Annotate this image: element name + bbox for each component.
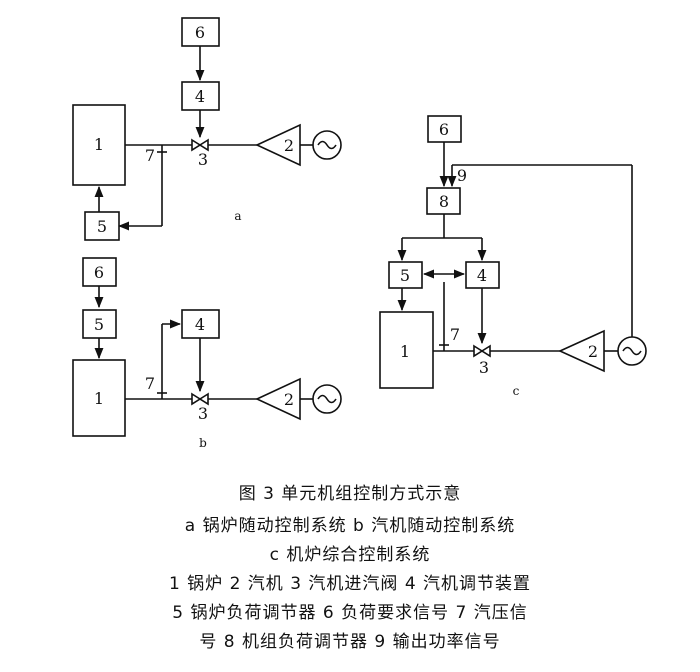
c-label-6: 6 (439, 120, 449, 139)
c-block-1 (379, 311, 434, 389)
b-label-4: 4 (195, 315, 205, 334)
panel-c-label: c (513, 384, 520, 398)
caption-line-2: c 机炉综合控制系统 (269, 545, 431, 565)
b-label-7: 7 (145, 374, 155, 393)
c-valve-3 (473, 344, 484, 358)
b-label-6: 6 (94, 263, 104, 282)
a-label-2: 2 (284, 136, 294, 155)
a-label-6: 6 (195, 23, 205, 42)
c-block-5 (388, 261, 423, 289)
caption-line-1: a 锅炉随动控制系统 b 汽机随动控制系统 (184, 516, 516, 536)
caption-line-4: 5 锅炉负荷调节器 6 负荷要求信号 7 汽压信 (172, 603, 528, 623)
b-label-3: 3 (198, 404, 208, 423)
a-valve-3 (191, 138, 202, 152)
caption-line-3: 1 锅炉 2 汽机 3 汽机进汽阀 4 汽机调节装置 (168, 574, 532, 594)
panel-a-label: a (234, 209, 241, 223)
a-label-1: 1 (94, 135, 104, 154)
b-label-5: 5 (94, 315, 104, 334)
c-label-4: 4 (477, 266, 487, 285)
c-label-2: 2 (588, 342, 598, 361)
a-label-4: 4 (195, 87, 205, 106)
panel-b (72, 257, 342, 437)
c-label-3: 3 (479, 358, 489, 377)
c-label-8: 8 (439, 192, 449, 211)
c-label-9: 9 (457, 166, 467, 185)
control-schematic: 6 4 1 7 3 2 5 a 6 5 4 1 7 3 2 b 6 9 8 5 … (72, 17, 647, 450)
a-label-3: 3 (198, 150, 208, 169)
b-block-1 (72, 359, 126, 437)
c-label-5: 5 (400, 266, 410, 285)
c-label-7: 7 (450, 325, 460, 344)
a-label-5: 5 (97, 217, 107, 236)
panel-a (72, 17, 342, 241)
b-label-1: 1 (94, 389, 104, 408)
c-label-1: 1 (400, 342, 410, 361)
a-label-7: 7 (145, 146, 155, 165)
caption-line-5: 号 8 机组负荷调节器 9 输出功率信号 (199, 632, 501, 652)
b-label-2: 2 (284, 390, 294, 409)
a-block-5 (84, 211, 120, 241)
b-valve-3 (191, 392, 202, 406)
panel-c (379, 115, 647, 389)
figure-title: 图 3 单元机组控制方式示意 (238, 484, 462, 504)
panel-b-label: b (199, 436, 207, 450)
